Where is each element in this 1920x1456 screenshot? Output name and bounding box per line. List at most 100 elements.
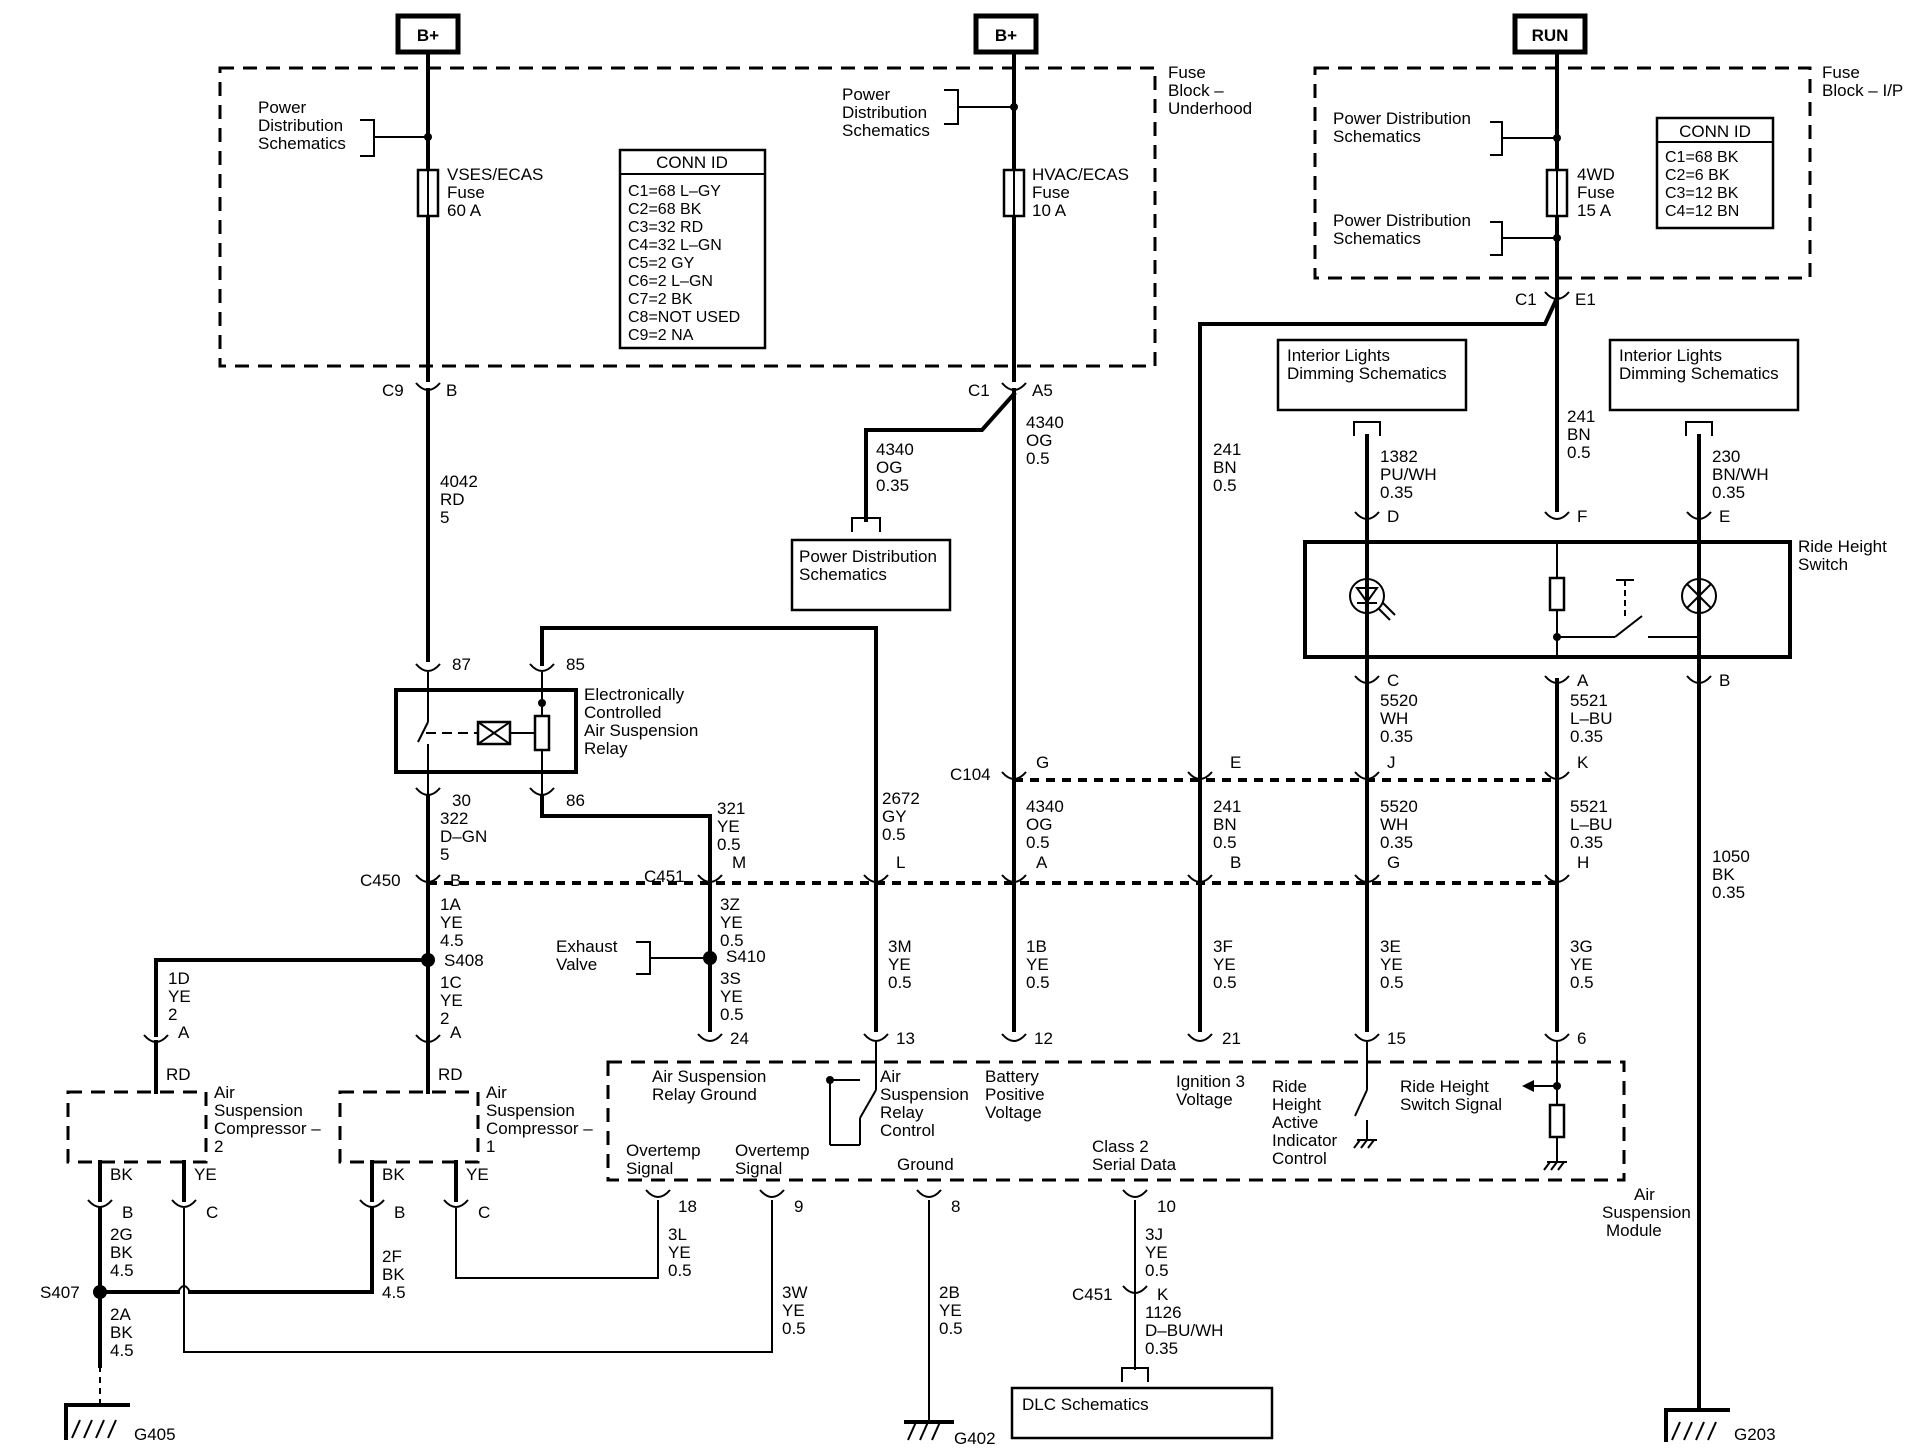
asm-pin-18: 18 [678, 1197, 697, 1216]
fuse-block-ip-outline [1313, 66, 1812, 280]
wire-4340a-label-2: OG [876, 458, 902, 477]
relay-label-4: Relay [584, 739, 628, 758]
c450-pin: B [450, 871, 461, 890]
wire-241c-label-2: BN [1213, 815, 1237, 834]
wire-241c-label-1: 241 [1213, 797, 1241, 816]
comp1-ye-label: YE [466, 1165, 489, 1184]
power-distribution-box: Power Distribution Schematics [790, 538, 952, 612]
rhs-pin-f: F [1577, 507, 1587, 526]
wire-2g-label-2: BK [110, 1243, 133, 1262]
wire-321-label-2: YE [717, 817, 740, 836]
wire-4340b-label-3: 0.5 [1026, 449, 1050, 468]
lamp-icon [1681, 542, 1717, 657]
interior-lights-box-1: Interior Lights Dimming Schematics [1276, 338, 1468, 412]
pd-left-bracket [360, 119, 428, 157]
wire-5520a-label-1: 5520 [1380, 691, 1418, 710]
relay-label-1: Electronically [584, 685, 685, 704]
exhaust-valve-label-1: Exhaust [556, 937, 618, 956]
wire-241c-label-3: 0.5 [1213, 833, 1237, 852]
c104-label: C104 [950, 765, 991, 784]
s407-label: S407 [40, 1283, 80, 1302]
c451-pin-g: G [1387, 853, 1400, 872]
s410-label: S410 [726, 947, 766, 966]
exhaust-valve-label-2: Valve [556, 955, 597, 974]
wire-1a-label-2: YE [440, 913, 463, 932]
wire-4340a-label-1: 4340 [876, 440, 914, 459]
c104-pin-g: G [1036, 753, 1049, 772]
wire-230-label-1: 230 [1712, 447, 1740, 466]
air-suspension-module-outline [606, 1060, 1626, 1182]
comp1-pin-a: A [450, 1023, 462, 1042]
conn-id-underhood-title: CONN ID [656, 153, 728, 172]
pd-box-label-2: Schematics [799, 565, 887, 584]
wire-3l-ye [455, 1200, 659, 1279]
wire-1c-label-3: 2 [440, 1009, 449, 1028]
wire-1c-label-2: YE [440, 991, 463, 1010]
rhs-pin-a: A [1577, 671, 1589, 690]
wire-3l-label-1: 3L [668, 1225, 687, 1244]
ground-g405-icon [64, 1403, 130, 1440]
c451-bottom-label: C451 [1072, 1285, 1113, 1304]
wire-5521a-label-3: 0.35 [1570, 727, 1603, 746]
wire-1b-label-1: 1B [1026, 937, 1047, 956]
compressor-1-outline [338, 1090, 480, 1164]
fuse-hvac-label-3: 10 A [1032, 201, 1067, 220]
wire-322-label-2: D–GN [440, 827, 487, 846]
c9-pin: B [446, 381, 457, 400]
wire-1a-label-3: 4.5 [440, 931, 464, 950]
battery-voltage-label-3: Voltage [985, 1103, 1042, 1122]
c1-pin: A5 [1032, 381, 1053, 400]
rhs-pin-e: E [1719, 507, 1730, 526]
comp1-label-1: Air [486, 1083, 507, 1102]
wire-3g-label-2: YE [1570, 955, 1593, 974]
wire-1a-label-1: 1A [440, 895, 461, 914]
ground-g203-icon [1664, 1408, 1730, 1442]
indicator-label-3: Active [1272, 1113, 1318, 1132]
wire-241b-label-3: 0.5 [1567, 443, 1591, 462]
wire-1d-label-1: 1D [168, 969, 190, 988]
fuse-vses-label-3: 60 A [447, 201, 482, 220]
comp2-pin-b: B [122, 1203, 133, 1222]
asm-label-3: Module [1606, 1221, 1662, 1240]
conn-id-ip-row: C3=12 BK [1665, 185, 1739, 202]
rhs-pin-d: D [1387, 507, 1399, 526]
conn-id-underhood-row: C7=2 BK [628, 291, 693, 308]
rhs-pin-b: B [1719, 671, 1730, 690]
ground-label: Ground [897, 1155, 954, 1174]
indicator-label-2: Height [1272, 1095, 1321, 1114]
fuse-block-underhood-label-2: Block – [1168, 81, 1224, 100]
interior-lights-2-connector-icon [1685, 421, 1713, 436]
wire-241a-label-3: 0.5 [1213, 476, 1237, 495]
comp2-rd-label: RD [166, 1065, 191, 1084]
s408-label: S408 [444, 951, 484, 970]
compressor-2-outline [66, 1090, 208, 1164]
b-plus-left-source: B+ [395, 13, 461, 55]
comp1-pin-c: C [478, 1203, 490, 1222]
asm-pin-13: 13 [896, 1029, 915, 1048]
wire-3e-label-2: YE [1380, 955, 1403, 974]
overtemp2-label-2: Signal [735, 1159, 782, 1178]
wire-3w-label-1: 3W [782, 1283, 808, 1302]
c451-pin-a: A [1036, 853, 1048, 872]
wire-241b-label-2: BN [1567, 425, 1591, 444]
wire-3z-label-3: 0.5 [720, 931, 744, 950]
wire-2672-label-2: GY [882, 807, 907, 826]
wire-2g-label-1: 2G [110, 1225, 133, 1244]
overtemp1-label-2: Signal [626, 1159, 673, 1178]
relay-ground-label-1: Air Suspension [652, 1067, 766, 1086]
relay-control-label-4: Control [880, 1121, 935, 1140]
pd-left-label-3: Schematics [258, 134, 346, 153]
fuse-block-ip-label-2: Block – I/P [1822, 81, 1903, 100]
wire-2672-gy [540, 626, 878, 1032]
wire-1126-label-2: D–BU/WH [1145, 1321, 1223, 1340]
overtemp2-label-1: Overtemp [735, 1141, 810, 1160]
wire-2b-label-1: 2B [939, 1283, 960, 1302]
comp2-bk-label: BK [110, 1165, 133, 1184]
relay-control-internal-icon [826, 1042, 877, 1146]
asm-pin-6: 6 [1577, 1029, 1586, 1048]
b-plus-mid-label: B+ [995, 26, 1017, 45]
pd-ip-bottom-label-2: Schematics [1333, 229, 1421, 248]
b-plus-mid-source: B+ [973, 13, 1039, 55]
interior-lights-2-label-1: Interior Lights [1619, 346, 1722, 365]
wire-322-label-1: 322 [440, 809, 468, 828]
